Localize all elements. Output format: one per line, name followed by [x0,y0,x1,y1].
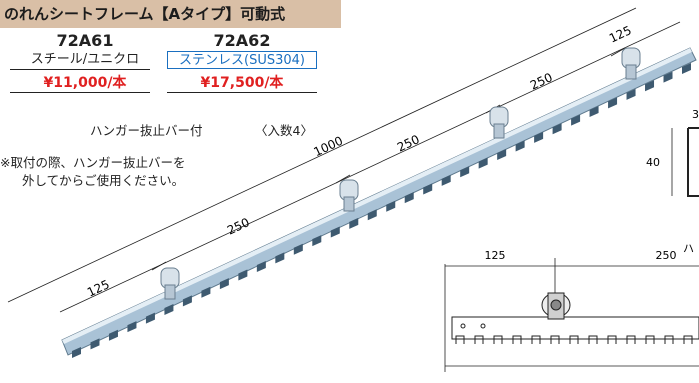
front-tooth [588,335,598,344]
dim-segment-label: 250 [225,215,252,237]
dim-segment-label: 250 [395,132,422,154]
page-title: のれんシートフレーム【Aタイプ】可動式 [4,5,286,23]
rail-tooth [312,235,322,247]
rail-tooth [219,278,229,290]
front-tooth [531,335,541,344]
product-price-72a62: ¥17,500/本 [200,75,284,91]
rail-tooth [682,63,691,74]
front-tooth [607,335,617,344]
rail-tooth [182,295,192,307]
rail-tooth [275,252,285,264]
usage-note-line2: 外してからご使用ください。 [22,173,185,188]
front-dim-250: 250 [656,249,677,262]
front-view [444,258,699,372]
dim-segment-label: 125 [607,23,634,45]
quantity-note: 〈入数4〉 [255,123,313,138]
rail-tooth [626,88,636,100]
product-material-stainless: ステンレス(SUS304) [167,51,317,69]
front-tooth [550,335,560,344]
rail-tooth [645,80,655,92]
tick [610,47,626,57]
rail-tooth [423,183,433,195]
accessory-note: ハンガー抜止バー付 [90,123,203,138]
product-material-steel: スチール/ユニクロ [30,52,140,67]
product-price-72a61: ¥11,000/本 [43,75,127,91]
rail-tooth [127,321,137,333]
side-profile-view [671,127,699,197]
divider [10,69,150,70]
rail-tooth [552,123,562,135]
front-tooth [664,335,674,344]
rail-tooth [330,226,340,238]
dim-segment-label: 125 [85,277,112,299]
front-tooth [512,335,522,344]
title-bar [0,0,341,28]
usage-note-line1: ※取付の際、ハンガー抜止バーを [0,155,186,170]
rail-tooth [441,174,451,186]
hanger-knob [339,179,359,212]
front-tooth [455,335,465,344]
front-tooth [474,335,484,344]
front-tooth [569,335,579,344]
rail-body [61,47,697,356]
hanger-knob [489,106,509,139]
rail-tooth [663,71,673,83]
rail-tooth [164,303,174,315]
rail-tooth [478,157,488,169]
rail-tooth [293,243,303,255]
rail-tooth [460,166,470,178]
rail-highlight [62,48,692,344]
dimension-line-total [7,7,637,303]
side-height-label: 40 [646,156,660,169]
rail-tooth [589,106,599,118]
product-model-72a61: 72A61 [56,31,114,50]
tick [335,174,351,184]
front-tooth [493,335,503,344]
side-width-label: 3 [692,108,699,121]
dim-total-label: 1000 [312,134,346,160]
side-label-partial: ハ [683,242,694,255]
rail-tooth [145,312,155,324]
rail-tooth [256,260,266,272]
front-tooth [626,335,636,344]
rail-tooth [349,217,359,229]
front-tooth [683,335,693,344]
hanger-teeth [72,63,691,358]
rail-tooth [571,114,581,126]
dimension-line-segments [59,21,681,313]
rail-tooth [608,97,618,109]
tick [151,261,167,271]
divider [167,92,317,93]
rail-tooth [367,209,377,221]
divider [10,92,150,93]
rail-tooth [497,149,507,161]
rail-tooth [238,269,248,281]
hanger-knob [621,47,641,80]
front-tooth [645,335,655,344]
rail-tooth [404,192,414,204]
rail-tooth [72,347,81,358]
dim-segment-label: 250 [528,70,555,92]
hanger-knob [160,267,180,300]
front-dim-125: 125 [485,249,506,262]
rail-tooth [108,329,118,341]
rail-tooth [515,140,525,152]
product-model-72a62: 72A62 [213,31,271,50]
rail-tooth [386,200,396,212]
rail-tooth [201,286,211,298]
rail-tooth [90,338,100,350]
rail-tooth [534,131,544,143]
